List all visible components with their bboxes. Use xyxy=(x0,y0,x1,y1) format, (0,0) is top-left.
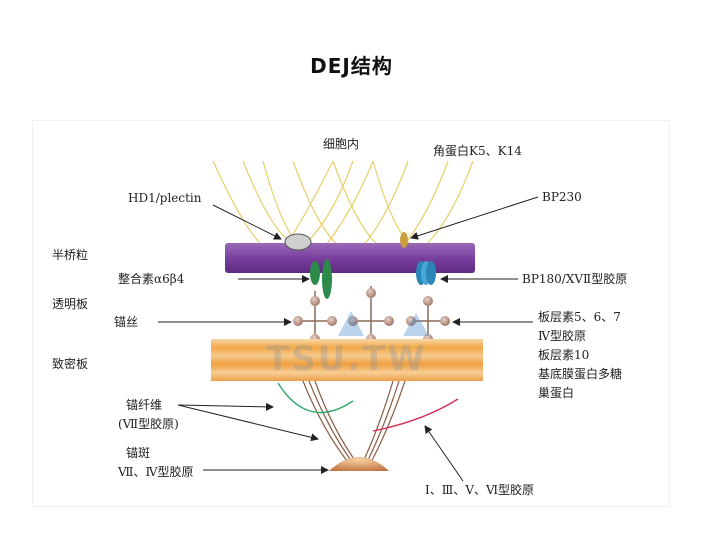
label-anchoring-fibril-1: 锚纤维 xyxy=(126,398,163,412)
label-anchoring-plaque-1: 锚斑 xyxy=(126,446,151,460)
hd1-plectin-shape xyxy=(284,233,312,251)
dej-diagram-svg xyxy=(158,160,539,482)
label-laminin-line-1: 板层素5、6、7 xyxy=(538,310,621,324)
hemidesmosome-plaque xyxy=(225,243,475,273)
green-collagen-fiber xyxy=(277,382,354,414)
integrin-beta-shape xyxy=(322,259,332,299)
leader-arrows xyxy=(158,196,539,482)
page-title: DEJ结构 xyxy=(310,54,393,78)
laminin-marker-2 xyxy=(403,313,429,336)
watermark: TSU.TW xyxy=(266,339,427,379)
dej-diagram: TSU.TW 细胞内 角蛋白K5、K14 HD1/plectin BP230 半… xyxy=(33,121,669,506)
label-anchoring-fibril-2: (Ⅶ型胶原) xyxy=(118,417,179,431)
label-laminin-line-3: 板层素10 xyxy=(538,348,590,362)
label-integrin: 整合素α6β4 xyxy=(118,272,185,286)
label-hd1-plectin: HD1/plectin xyxy=(128,191,202,205)
label-laminin-line-5: 巢蛋白 xyxy=(538,386,575,400)
label-laminin-line-2: Ⅳ型胶原 xyxy=(538,329,586,343)
label-anchoring-plaque-2: Ⅶ、Ⅳ型胶原 xyxy=(118,465,194,479)
label-laminin-line-4: 基底膜蛋白多糖 xyxy=(538,367,623,381)
label-collagens: Ⅰ、Ⅲ、Ⅴ、Ⅵ型胶原 xyxy=(425,483,535,497)
label-bp180: BP180/XVⅡ型胶原 xyxy=(522,272,628,286)
label-bp230: BP230 xyxy=(542,190,582,204)
laminin-marker-1 xyxy=(338,311,364,336)
label-intracellular: 细胞内 xyxy=(323,137,360,151)
label-lamina-lucida: 透明板 xyxy=(52,297,89,311)
anchoring-plaque-shape xyxy=(329,457,389,471)
pink-collagen-fiber xyxy=(372,398,459,432)
bp180-shape xyxy=(416,261,436,285)
integrin-alpha-shape xyxy=(310,261,320,285)
label-keratin: 角蛋白K5、K14 xyxy=(433,144,522,158)
label-hemidesmosome: 半桥粒 xyxy=(52,248,89,262)
bp230-shape xyxy=(400,232,408,248)
anchoring-fibrils xyxy=(302,380,406,467)
label-anchoring-filament: 锚丝 xyxy=(114,315,139,329)
keratin-filaments xyxy=(212,160,474,254)
label-lamina-densa: 致密板 xyxy=(52,357,89,371)
lamina-densa-band xyxy=(211,339,483,381)
